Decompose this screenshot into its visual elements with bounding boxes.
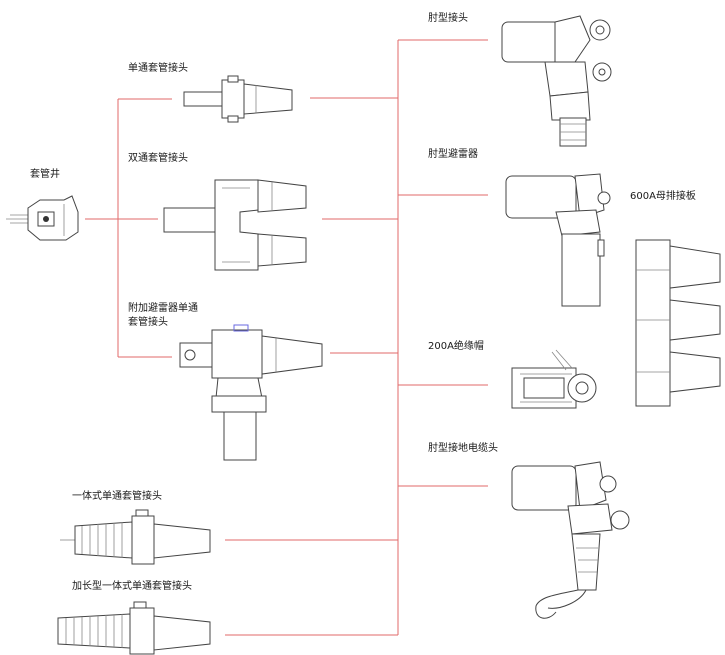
label-double-bushing: 双通套管接头 — [128, 153, 188, 164]
double-bushing-drawing — [163, 179, 307, 271]
elbow-arrester-drawing — [505, 173, 611, 307]
label-bushing-well: 套管井 — [30, 169, 60, 180]
label-arrester-bushing-line1: 附加避雷器单通 — [128, 303, 198, 314]
elbow-connector-drawing — [501, 15, 612, 147]
label-single-bushing: 单通套管接头 — [128, 63, 188, 74]
label-elbow-ground: 肘型接地电缆头 — [428, 443, 498, 454]
label-elbow-arrester: 肘型避雷器 — [428, 149, 478, 160]
label-insulating-cap: 200A绝缘帽 — [428, 341, 484, 352]
arrester-bushing-drawing — [179, 324, 323, 461]
integral-bushing-drawing — [60, 509, 211, 565]
label-integral-bushing: 一体式单通套管接头 — [72, 491, 162, 502]
bushing-well-drawing — [6, 195, 79, 241]
single-bushing-drawing — [183, 75, 293, 123]
label-arrester-bushing-line2: 套管接头 — [128, 317, 168, 328]
label-elbow-connector: 肘型接头 — [428, 13, 468, 24]
elbow-ground-drawing — [511, 461, 630, 619]
label-extended-integral-bushing: 加长型一体式单通套管接头 — [72, 581, 192, 592]
label-busbar-plate: 600A母排接板 — [630, 191, 696, 202]
busbar-plate-drawing — [635, 239, 721, 407]
insulating-cap-drawing — [511, 349, 597, 409]
connector-lines — [85, 39, 488, 636]
extended-integral-bushing-drawing — [57, 601, 211, 655]
